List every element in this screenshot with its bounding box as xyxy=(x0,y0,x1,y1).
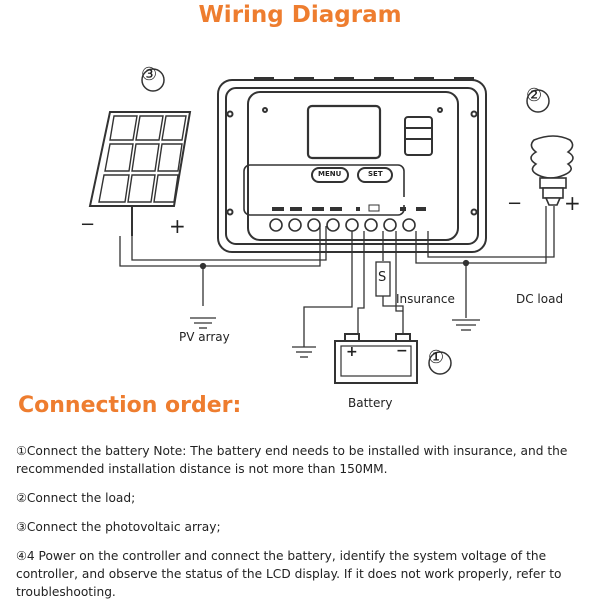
battery-minus-label: − xyxy=(396,343,408,359)
panel-minus-label: − xyxy=(80,214,96,235)
wiring-diagram xyxy=(88,68,574,384)
set-button[interactable]: SET xyxy=(368,170,383,178)
load-plus-label: + xyxy=(564,191,581,215)
load-number-label: ② xyxy=(526,85,543,106)
terminal-glyphs xyxy=(272,204,426,212)
battery-icon xyxy=(334,333,418,384)
panel-number-label: ③ xyxy=(141,64,158,85)
bulb-icon xyxy=(530,135,574,206)
connection-order-heading: Connection order: xyxy=(18,393,242,418)
page-title: Wiring Diagram xyxy=(198,2,402,28)
battery-label: Battery xyxy=(348,396,393,410)
connection-steps: ①Connect the battery Note: The battery e… xyxy=(16,442,586,612)
panel-plus-label: + xyxy=(169,214,186,238)
terminal-screws xyxy=(269,218,416,232)
pv-array-label: PV array xyxy=(179,330,230,344)
battery-plus-label: + xyxy=(346,344,358,360)
battery-number-label: ① xyxy=(428,347,445,368)
step-1: ①Connect the battery Note: The battery e… xyxy=(16,444,568,476)
menu-button[interactable]: MENU xyxy=(318,170,342,178)
dc-load-label: DC load xyxy=(516,292,564,306)
step-2: ②Connect the load; xyxy=(16,491,136,505)
step-3: ③Connect the photovoltaic array; xyxy=(16,520,221,534)
load-minus-label: − xyxy=(507,193,523,214)
insurance-label: Insurance xyxy=(396,292,455,306)
step-4: ④4 Power on the controller and connect t… xyxy=(16,549,562,599)
solar-panel-icon xyxy=(88,111,192,236)
wires xyxy=(119,206,555,358)
fuse-symbol: S xyxy=(378,270,387,285)
